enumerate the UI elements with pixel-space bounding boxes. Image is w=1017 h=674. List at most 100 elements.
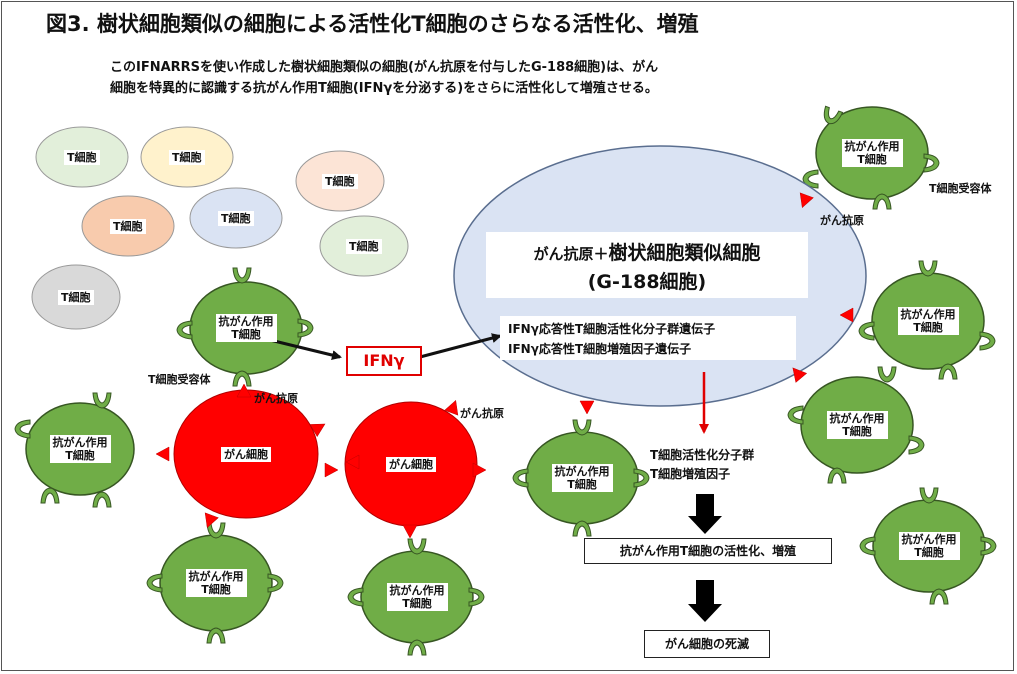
factor-1: T細胞活性化分子群 [650,448,755,462]
ifn-gamma-label: IFNγ [363,351,405,370]
cytotoxic-t-cell-label-line-2: T細胞 [842,425,872,438]
cytotoxic-t-cell-label-line-1: 抗がん作用 [188,570,244,583]
t-cell-receptor [146,573,163,593]
cancer-antigen [324,462,339,478]
t-cell-receptor [918,260,938,277]
factor-2: T細胞増殖因子 [650,467,731,481]
t-cell-receptor [92,491,112,508]
naive-t-cell-label: T細胞 [169,149,205,165]
t-cell-receptor [40,487,60,504]
description-line-2: 細胞を特異的に認識する抗がん作用T細胞(IFNγを分泌する)をさらに活性化して増… [110,81,658,96]
cytotoxic-t-cell-label-line-2: T細胞 [567,478,597,491]
t-cell-receptor [232,267,252,284]
t-cell-receptor [572,419,592,436]
arrow-ifn-to-dc [419,333,502,359]
cancer-antigen [402,524,418,539]
t-cell-receptor [297,318,314,338]
t-cell-receptor [347,587,364,607]
cytotoxic-t-cell-label-line-2: T細胞 [402,597,432,610]
antigen-label-2: がん抗原 [460,407,504,420]
cytotoxic-t-cell-label-line-1: 抗がん作用 [389,584,445,597]
receptor-label-right: T細胞受容体 [929,182,992,195]
t-cell-receptor [407,538,427,555]
t-cell-receptor [176,320,193,340]
cytotoxic-t-cell-label-line-2: T細胞 [231,328,261,341]
naive-t-cell-label: T細胞 [110,218,146,234]
cancer-antigen [444,399,459,416]
t-cell-receptor [980,536,997,556]
cancer-antigen [236,383,252,398]
dc-genes-box: IFNγ応答性T細胞活性化分子群遺伝子 IFNγ応答性T細胞増殖因子遺伝子 [500,316,796,360]
t-cell-receptor [206,522,226,539]
t-cell-receptor [877,366,897,383]
t-cell-receptor [802,169,819,189]
t-cell-receptor [923,153,940,173]
t-cell-receptor [468,587,485,607]
result-activation-text: 抗がん作用T細胞の活性化、増殖 [619,544,797,558]
result-death-box: がん細胞の死滅 [644,630,770,658]
cytotoxic-t-cell-label-line-2: T細胞 [914,546,944,559]
naive-t-cell-label: T細胞 [58,289,94,305]
block-arrow-2 [688,580,722,622]
result-activation-box: 抗がん作用T細胞の活性化、増殖 [584,538,832,564]
t-cell-receptor [633,468,650,488]
t-cell-receptor [823,105,844,125]
cytotoxic-t-cell-label-line-2: T細胞 [913,321,943,334]
t-cell-receptor [858,321,875,341]
t-cell-receptor [232,370,252,387]
t-cell-receptor [979,331,996,351]
cytotoxic-t-cell-label-line-1: 抗がん作用 [900,308,956,321]
figure-title: 図3. 樹状細胞類似の細胞による活性化T細胞のさらなる活性化、増殖 [46,12,699,36]
t-cell-receptor [267,573,284,593]
t-cell-receptor [512,468,529,488]
result-death-text: がん細胞の死滅 [664,637,749,651]
cytotoxic-t-cell-label-line-1: 抗がん作用 [218,315,274,328]
t-cell-receptor [407,639,427,656]
t-cell-receptor [872,193,892,210]
t-cell-receptor [929,588,949,605]
antigen-label-1: がん抗原 [254,392,298,405]
arrow-tcell-to-ifn [269,338,342,360]
dc-title-line2: (G-188細胞) [587,271,707,293]
naive-t-cell-label: T細胞 [64,149,100,165]
cytotoxic-t-cell-label-line-1: 抗がん作用 [901,533,957,546]
t-cell-receptor [92,392,112,409]
cytotoxic-t-cell-label-line-2: T細胞 [201,583,231,596]
dc-gene-1: IFNγ応答性T細胞活性化分子群遺伝子 [508,322,716,336]
block-arrow-1 [688,494,722,534]
t-cell-receptor [919,487,939,504]
cancer-cell-label: がん細胞 [221,446,271,462]
cancer-antigen [839,307,854,323]
naive-t-cell-label: T細胞 [322,173,358,189]
cytotoxic-t-cell-label-line-1: 抗がん作用 [844,140,900,153]
cancer-antigen [309,423,326,438]
dc-title-box: がん抗原＋樹状細胞類似細胞 (G-188細胞) [486,232,808,298]
t-cell-receptor [859,536,876,556]
receptor-label-left: T細胞受容体 [148,373,211,386]
antigen-label-3: がん抗原 [820,214,864,227]
cytotoxic-t-cell-label-line-1: 抗がん作用 [52,436,108,449]
dc-title-small: がん抗原＋ [533,245,609,263]
dc-gene-2: IFNγ応答性T細胞増殖因子遺伝子 [508,342,692,356]
dc-title-big: 樹状細胞類似細胞 [608,242,761,264]
cytotoxic-t-cell-label-line-2: T細胞 [857,153,887,166]
naive-t-cell-label: T細胞 [218,210,254,226]
cytotoxic-t-cell-label-line-1: 抗がん作用 [829,412,885,425]
cancer-antigen [799,192,814,209]
cancer-antigen [472,462,487,478]
t-cell-receptor [206,627,226,644]
description-line-1: このIFNARRSを使い作成した樹状細胞類似の細胞(がん抗原を付与したG-188… [110,60,659,75]
cancer-antigen [345,454,360,470]
t-cell-receptor [938,363,958,380]
cancer-antigen [579,400,595,415]
naive-t-cell-label: T細胞 [346,238,382,254]
